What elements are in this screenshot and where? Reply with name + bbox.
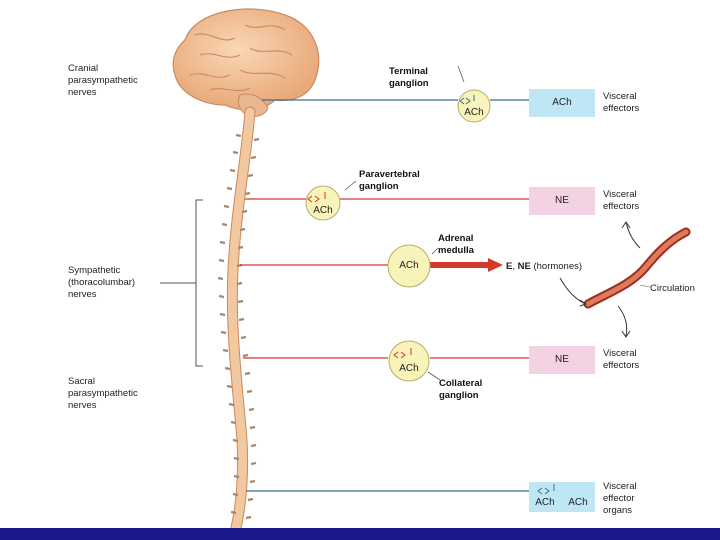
hormones-label: E, NE (hormones) <box>506 261 583 272</box>
paravertebral-ganglion-ach: ACh <box>313 205 333 216</box>
visceral-effector-organs-label: Visceral effector organs <box>603 481 637 516</box>
visceral-effectors-label-2: Visceral effectors <box>603 189 640 212</box>
circulation-label: Circulation <box>650 283 695 294</box>
adrenal-medulla-circle <box>387 244 431 288</box>
sympathetic-nerves-label: Sympathetic (thoracolumbar) nerves <box>68 265 136 300</box>
visceral-effectors-label-3: Visceral effectors <box>603 348 640 371</box>
collateral-ganglion-circle <box>388 340 430 382</box>
cranial-ach-box <box>529 89 595 117</box>
sacral-box-ach-left: ACh <box>535 497 555 508</box>
circulation-vessel <box>559 221 691 338</box>
sympathetic-bracket <box>160 199 203 367</box>
sympathetic-box-ne-1: NE <box>555 195 569 206</box>
paravertebral-ganglion-label: Paravertebral ganglion <box>359 169 420 192</box>
collateral-ganglion-label: Collateral ganglion <box>439 378 483 401</box>
spinal-nerve-roots <box>217 133 260 520</box>
sympathetic-ne-box-1 <box>529 187 595 215</box>
adrenal-pathway <box>240 247 503 272</box>
synapse-icon <box>537 484 555 495</box>
sacral-ach-box <box>529 482 595 512</box>
spinal-cord <box>226 106 256 534</box>
visceral-effectors-label-1: Visceral effectors <box>603 91 640 114</box>
cranial-nerves-label: Cranial parasympathetic nerves <box>68 63 138 98</box>
slide-bottom-bar <box>0 528 720 540</box>
synapse-icon <box>393 348 412 359</box>
sympathetic-ne-box-2 <box>529 346 595 374</box>
terminal-ganglion-ach: ACh <box>464 107 484 118</box>
paravertebral-ganglion-circle <box>305 185 341 221</box>
sacral-nerves-label: Sacral parasympathetic nerves <box>68 376 138 411</box>
synapse-icon <box>459 95 475 105</box>
collateral-ganglion-ach: ACh <box>399 363 419 374</box>
terminal-ganglion-label: Terminal ganglion <box>389 66 429 89</box>
synapse-icon <box>307 192 326 203</box>
adrenal-medulla-label: Adrenal medulla <box>438 233 474 256</box>
sacral-box-ach-right: ACh <box>568 497 588 508</box>
adrenal-ganglion-ach: ACh <box>399 260 419 271</box>
sympathetic-box-ne-2: NE <box>555 354 569 365</box>
cranial-box-ach: ACh <box>552 97 572 108</box>
